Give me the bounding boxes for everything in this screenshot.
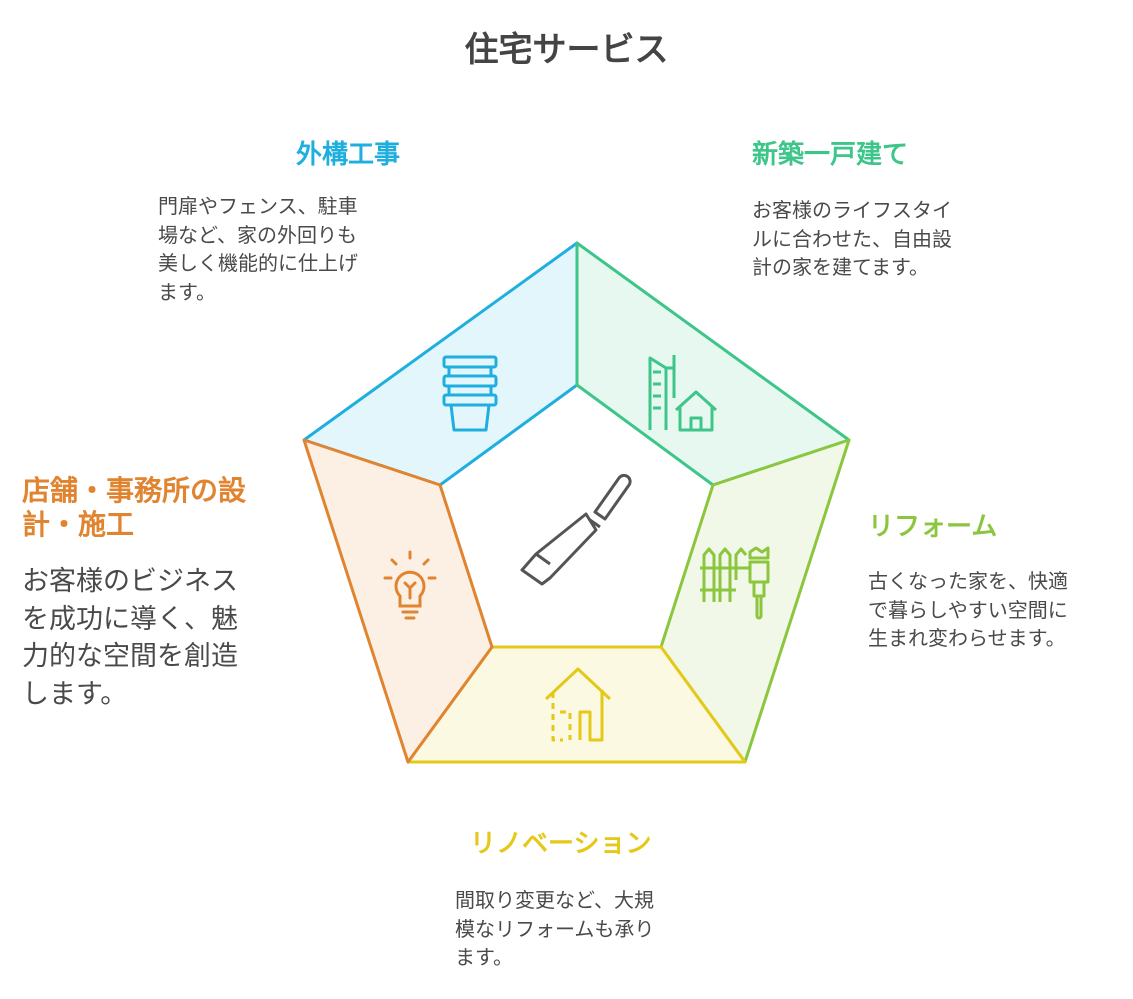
reform-line: 生まれ変わらせます。	[868, 626, 1066, 650]
house-outline-icon	[544, 667, 612, 742]
renovation-description: 間取り変更など、大規 模なリフォームも承り ます。	[455, 886, 654, 972]
new-build-line: 計の家を建てます。	[752, 255, 929, 279]
exterior-line: 場など、家の外回りも	[158, 222, 357, 247]
segment-commercial	[302, 438, 494, 764]
exterior-line: 美しく機能的に仕上げ	[158, 251, 358, 275]
commercial-heading-line: 店舗・事務所の設	[22, 474, 247, 507]
chisel-icon	[520, 473, 632, 586]
reform-line: 古くなった家を、快適	[868, 569, 1068, 593]
exterior-description: 門扉やフェンス、駐車 場など、家の外回りも 美しく機能的に仕上げ ます。	[158, 192, 358, 306]
commercial-line: お客様のビジネス	[22, 566, 238, 597]
commercial-line: を成功に導く、魅	[22, 603, 238, 635]
new-build-heading: 新築一戸建て	[752, 140, 909, 170]
stacked-pots-icon	[442, 355, 498, 432]
commercial-line: 力的な空間を創造	[22, 641, 238, 672]
reform-description: 古くなった家を、快適 で暮らしやすい空間に 生まれ変わらせます。	[868, 567, 1068, 653]
new-build-line: ルに合わせた、自由設	[752, 226, 952, 251]
fence-paintbrush-icon	[700, 546, 770, 620]
new-build-description: お客様のライフスタイ ルに合わせた、自由設 計の家を建てます。	[752, 196, 952, 282]
exterior-line: ます。	[158, 279, 216, 304]
page-title: 住宅サービス	[464, 30, 669, 70]
buildings-house-icon	[648, 355, 718, 432]
commercial-description: お客様のビジネス を成功に導く、魅 力的な空間を創造 します。	[22, 563, 238, 713]
new-build-line: お客様のライフスタイ	[752, 198, 952, 222]
renovation-heading: リノベーション	[470, 829, 652, 859]
exterior-line: 門扉やフェンス、駐車	[158, 194, 358, 218]
renovation-line: 模なリフォームも承り	[455, 916, 655, 941]
renovation-line: 間取り変更など、大規	[455, 888, 654, 912]
commercial-heading-line: 計・施工	[22, 508, 135, 541]
renovation-line: ます。	[455, 945, 513, 969]
reform-heading: リフォーム	[868, 512, 998, 542]
exterior-heading: 外構工事	[295, 140, 400, 170]
reform-line: で暮らしやすい空間に	[868, 597, 1068, 622]
lightbulb-icon	[383, 550, 437, 620]
commercial-heading: 店舗・事務所の設 計・施工	[22, 474, 246, 542]
commercial-line: します。	[22, 678, 128, 710]
